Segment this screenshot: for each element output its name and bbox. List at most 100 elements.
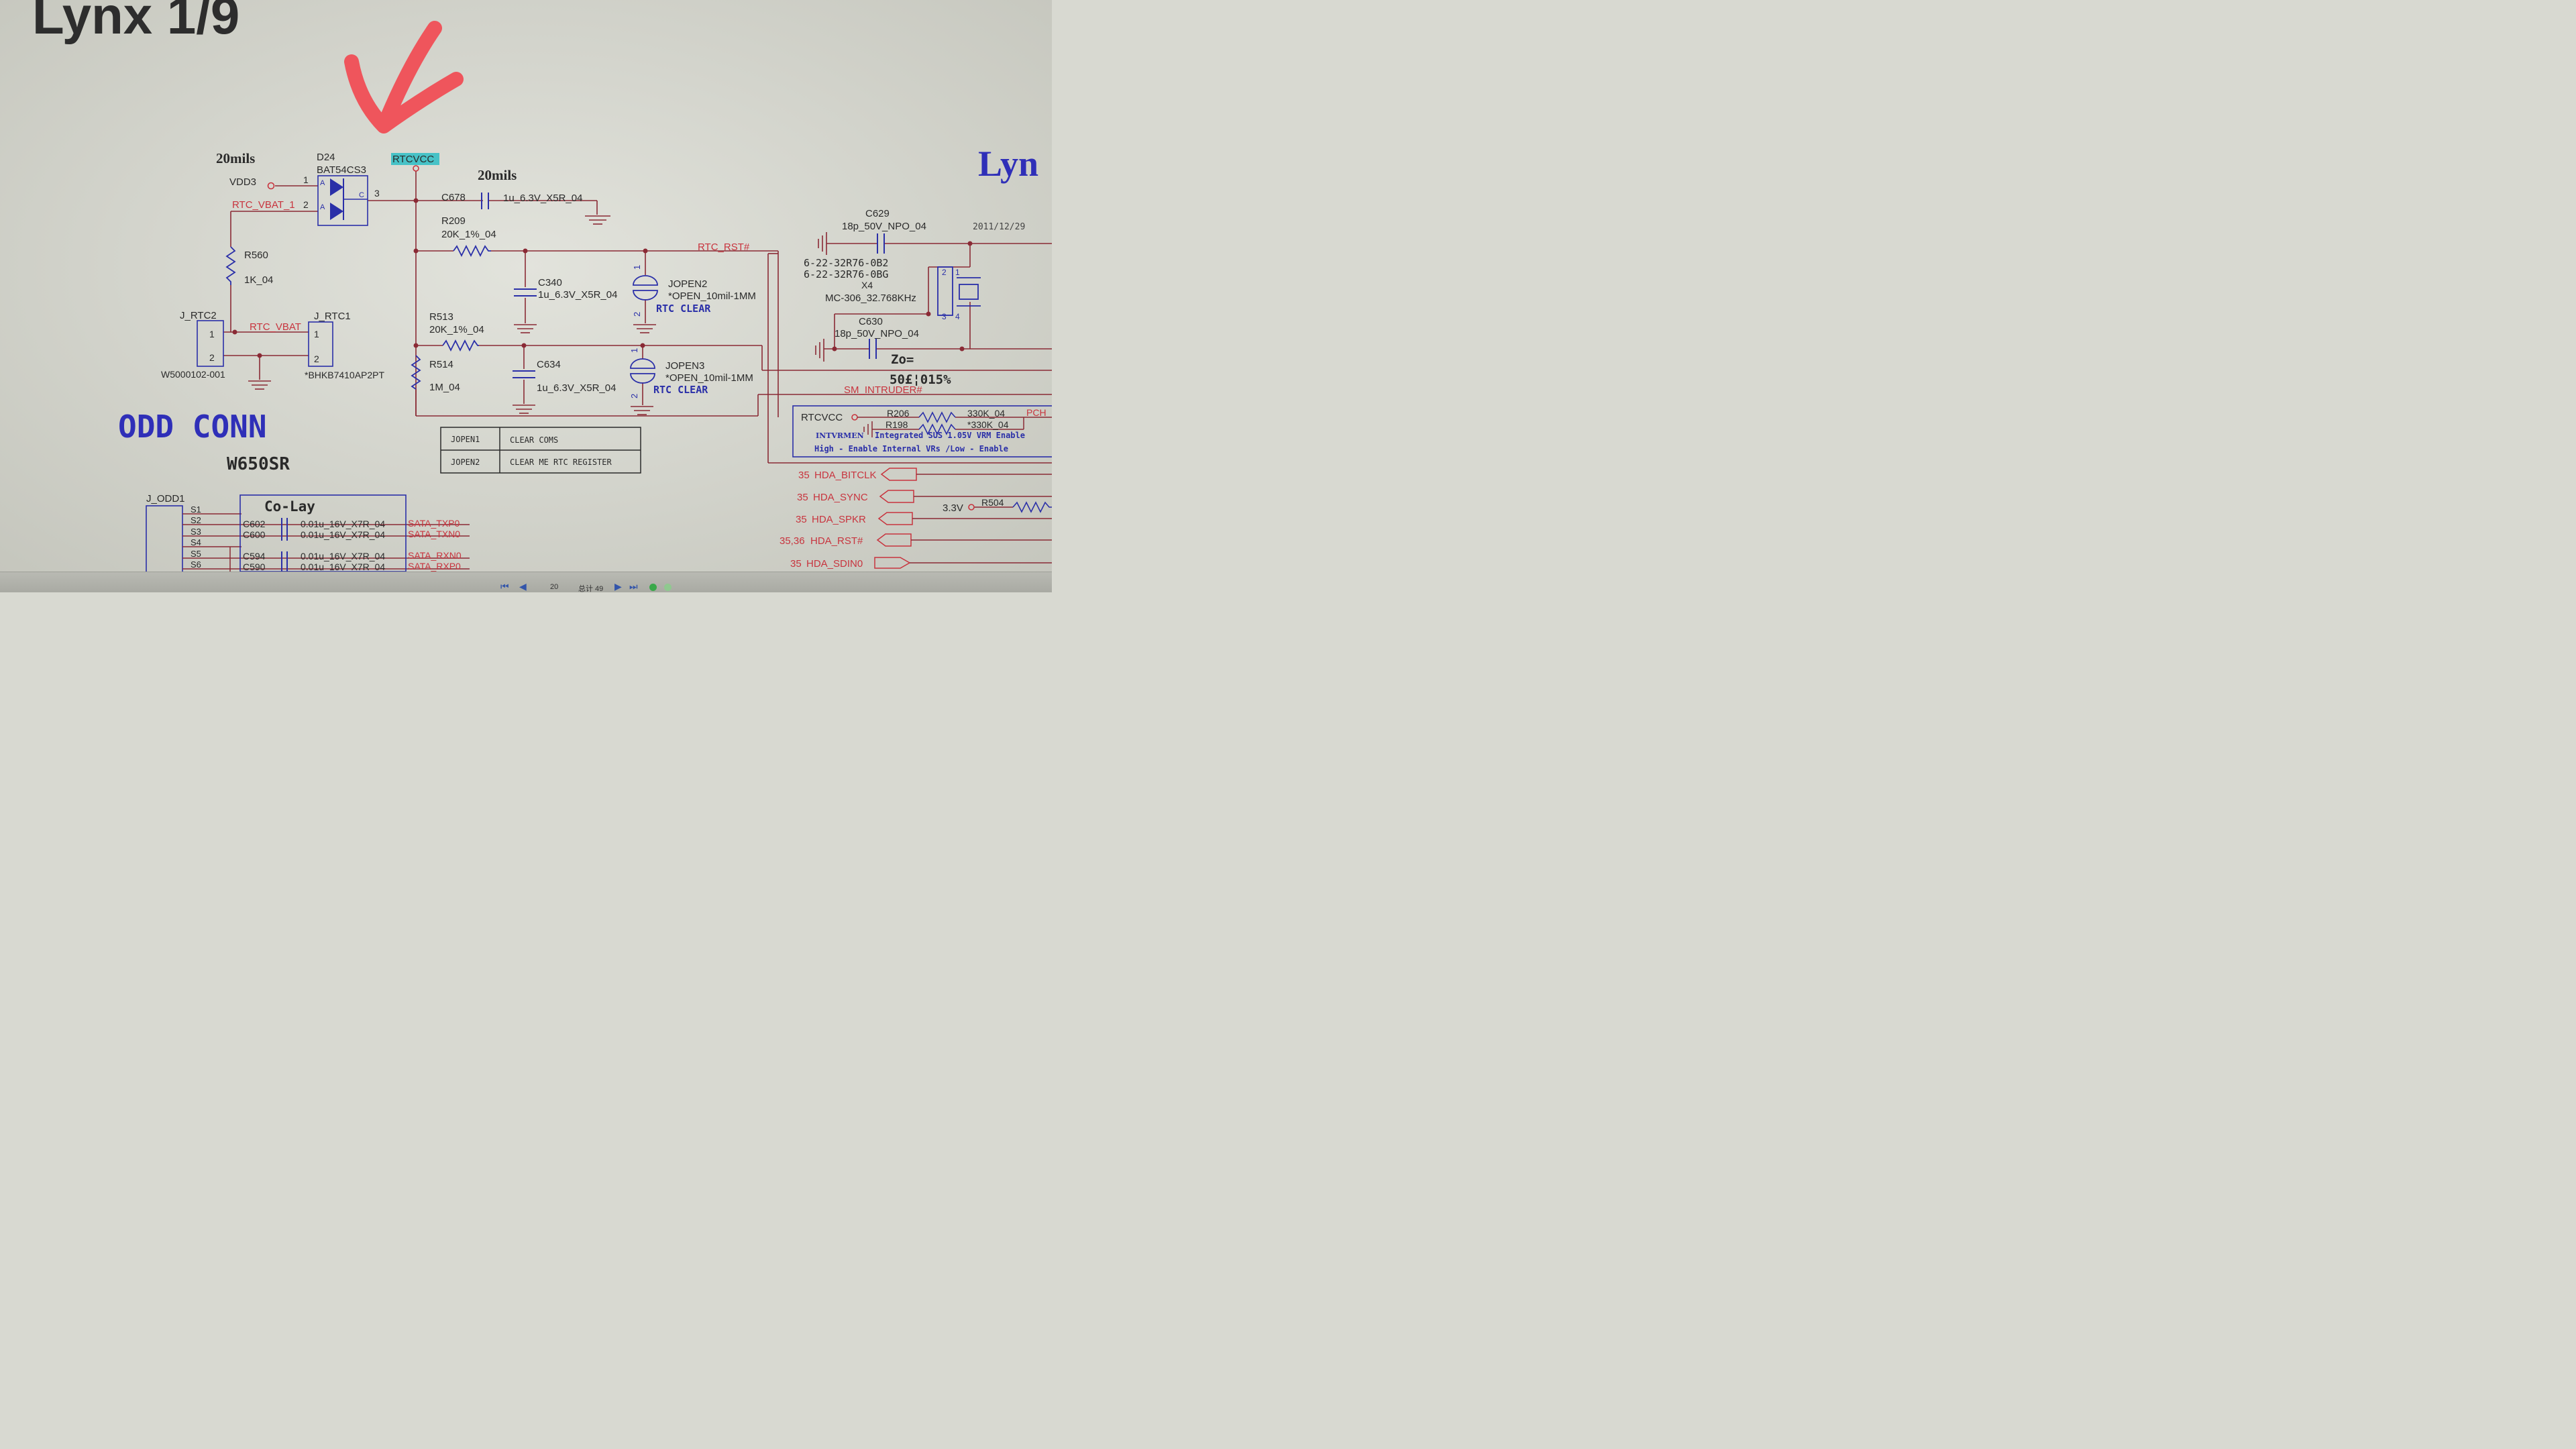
c630-value: 18p_50V_NPO_04	[835, 328, 919, 339]
jumper-table-row2-function: CLEAR ME RTC REGISTER	[510, 458, 612, 467]
jumper-table	[440, 427, 641, 474]
intvrmen-label: INTVRMEN	[816, 431, 864, 440]
crystal-junctions	[832, 241, 973, 352]
d24-pin1: 1	[303, 174, 309, 185]
page-number[interactable]: 20	[550, 583, 559, 591]
intvrmen-note1: Integrated SUS 1.05V VRM Enable	[875, 431, 1025, 440]
jopen3-jumper	[630, 358, 655, 384]
r514-resistor	[411, 355, 421, 390]
next-page-icon[interactable]: ▶	[614, 582, 622, 592]
r504-resistor	[1012, 501, 1052, 513]
d24-cathode-label: C	[359, 191, 364, 199]
zo-label: Zo=	[891, 352, 914, 367]
r206-ref: R206	[887, 408, 910, 419]
ground-rtc	[248, 380, 271, 390]
jumper-table-row1-function: CLEAR COMS	[510, 435, 558, 445]
c634-capacitor	[513, 370, 535, 378]
refresh-icon[interactable]	[649, 584, 657, 591]
prev-page-icon[interactable]: ◀	[519, 582, 527, 592]
odd-pin-s2: S2	[191, 515, 201, 525]
c594-value: 0.01u_16V_X7R_04	[301, 551, 385, 561]
intvrmen-wires	[857, 417, 1052, 430]
ground-c634	[513, 405, 535, 414]
odd-pin-s1: S1	[191, 504, 201, 515]
jumper-table-row1-jumper: JOPEN1	[451, 435, 480, 444]
odd-model: W650SR	[227, 454, 290, 474]
r560-ref: R560	[244, 250, 268, 261]
jopen3-ref: JOPEN3	[665, 360, 704, 372]
first-page-icon[interactable]: ⏮	[500, 582, 509, 592]
c678-capacitor	[481, 193, 489, 209]
x4-pin1: 1	[955, 268, 960, 277]
r198-value: *330K_04	[967, 419, 1009, 430]
hda-rst-num: 35,36	[780, 535, 805, 547]
x4-part1: 6-22-32R76-0B2	[804, 257, 888, 269]
sheet-date: 2011/12/29	[973, 222, 1025, 232]
status-icon[interactable]	[664, 584, 672, 591]
jopen2-pin1: 1	[632, 265, 642, 270]
r560-resistor	[225, 246, 236, 285]
j-rtc2-pin2: 2	[209, 352, 215, 363]
j-rtc2-pin1: 1	[209, 329, 215, 339]
jopen2-ref: JOPEN2	[668, 278, 707, 290]
c630-ref: C630	[859, 316, 883, 327]
vdd3-port	[267, 182, 275, 190]
c629-ref: C629	[865, 208, 890, 219]
junction-dots	[232, 198, 648, 358]
r513-ref: R513	[429, 311, 453, 323]
hda-sync-num: 35	[797, 492, 808, 503]
j-rtc1-part: *BHKB7410AP2PT	[305, 370, 385, 380]
hda-sdin0-net: HDA_SDIN0	[806, 558, 863, 570]
intvrmen-rtcvcc: RTCVCC	[801, 412, 843, 423]
sheet-title-right: Lyn	[978, 144, 1038, 184]
rtc-vbat-net: RTC_VBAT	[250, 321, 301, 333]
c340-value: 1u_6.3V_X5R_04	[538, 289, 617, 301]
hda-spkr-num: 35	[796, 514, 807, 525]
r209-resistor	[453, 244, 491, 258]
last-page-icon[interactable]: ⏭	[629, 582, 638, 592]
trace-width-left: 20mils	[216, 150, 255, 166]
hda-rst-net: HDA_RST#	[810, 535, 863, 547]
c600-value: 0.01u_16V_X7R_04	[301, 529, 385, 540]
d24-pin2: 2	[303, 199, 309, 210]
sm-intruder-net: SM_INTRUDER#	[844, 384, 922, 396]
c340-ref: C340	[538, 277, 562, 288]
intvrmen-box	[792, 405, 1052, 458]
d24-anode1-label: A	[320, 179, 325, 187]
hda-bitclk-net: HDA_BITCLK	[814, 470, 877, 481]
c602-ref: C602	[243, 519, 266, 529]
r514-ref: R514	[429, 359, 453, 370]
c594-ref: C594	[243, 551, 266, 561]
page-total: 总计 49	[578, 585, 604, 593]
j-rtc1-ref: J_RTC1	[314, 311, 351, 322]
d24-pin3: 3	[374, 188, 380, 199]
vdd3-label: VDD3	[229, 176, 256, 188]
ground-symbols	[248, 215, 827, 415]
intvrmen-ground	[863, 421, 873, 437]
sata-txn0-net: SATA_TXN0	[408, 529, 460, 539]
rtcvcc-net: RTCVCC	[392, 154, 434, 165]
colay-label: Co-Lay	[264, 498, 315, 515]
jopen2-pin2: 2	[632, 312, 642, 317]
r206-value: 330K_04	[967, 408, 1005, 419]
r206-resistor	[918, 411, 956, 423]
r560-value: 1K_04	[244, 274, 273, 286]
c629-value: 18p_50V_NPO_04	[842, 221, 926, 232]
c634-ref: C634	[537, 359, 561, 370]
hda-wires	[910, 474, 1052, 564]
c602-value: 0.01u_16V_X7R_04	[301, 519, 385, 529]
j-odd1-ref: J_ODD1	[146, 493, 185, 504]
odd-pin-wires	[182, 513, 470, 572]
odd-heading: ODD CONN	[118, 409, 267, 445]
c590-ref: C590	[243, 561, 266, 572]
rtc-vbat-1-net: RTC_VBAT_1	[232, 199, 295, 211]
x4-pin3: 3	[942, 312, 947, 321]
hda-sdin0-num: 35	[790, 558, 802, 570]
r513-resistor	[442, 339, 479, 352]
d24-diode	[317, 175, 368, 226]
x4-crystal	[937, 266, 981, 316]
ground-c340	[514, 324, 537, 333]
hda-sync-net: HDA_SYNC	[813, 492, 868, 503]
sata-rxn0-net: SATA_RXN0	[408, 550, 462, 561]
x4-pin4: 4	[955, 312, 960, 321]
